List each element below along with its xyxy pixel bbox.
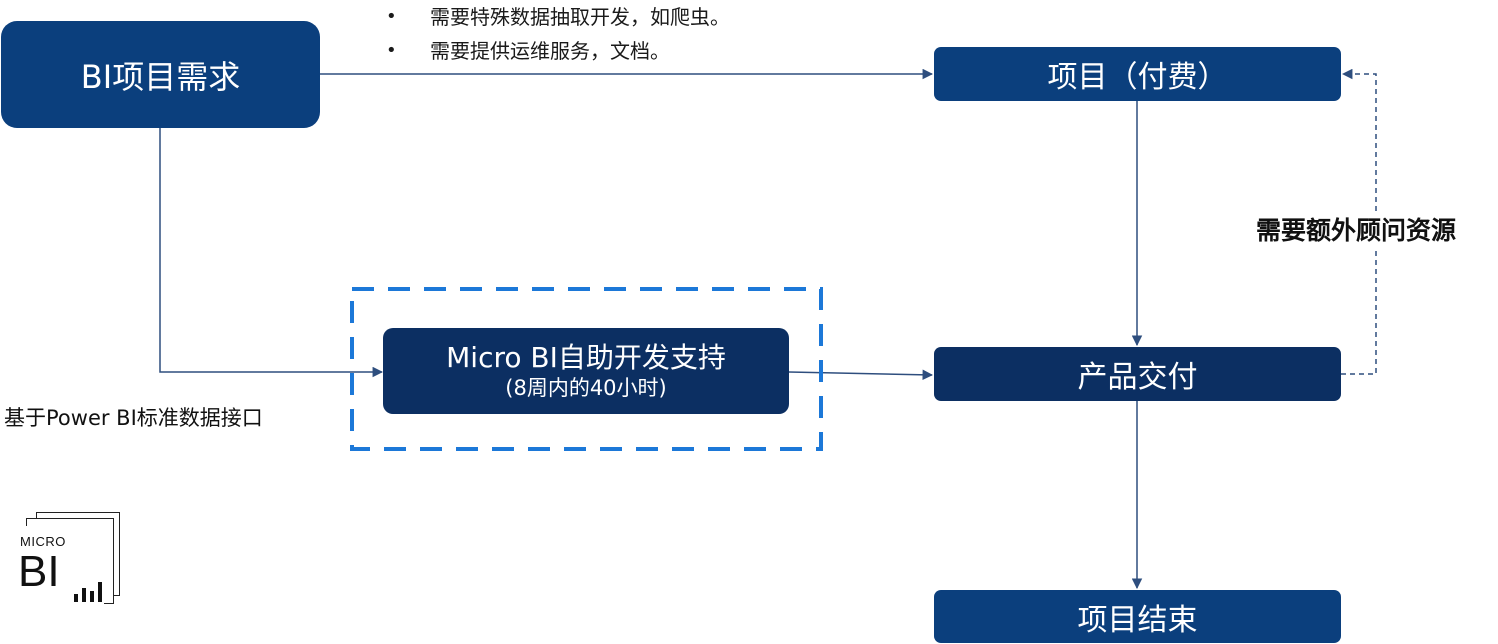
requirement-label: BI项目需求 xyxy=(80,57,241,96)
standard-interface-label: 基于Power BI标准数据接口 xyxy=(4,406,263,430)
arrow-requirement-to-microbi xyxy=(159,128,384,378)
requirement-node[interactable]: BI项目需求 xyxy=(1,21,320,128)
delivery-node[interactable]: 产品交付 xyxy=(934,347,1341,401)
microbi-dashed-frame xyxy=(350,287,823,451)
logo-bi-text: BI xyxy=(18,547,60,596)
micro-bi-logo: MICRO BI xyxy=(14,512,124,608)
arrow-microbi-to-delivery xyxy=(788,369,934,381)
bar-chart-icon xyxy=(74,582,102,602)
requirement-notes-list: 需要特殊数据抽取开发，如爬虫。 需要提供运维服务，文档。 xyxy=(384,0,730,68)
microbi-node[interactable]: Micro BI自助开发支持 (8周内的40小时) xyxy=(383,328,789,414)
extra-consultant-label: 需要额外顾问资源 xyxy=(1254,211,1459,247)
requirement-note: 需要特殊数据抽取开发，如爬虫。 xyxy=(384,0,730,34)
logo-micro-text: MICRO xyxy=(20,534,66,549)
microbi-title: Micro BI自助开发支持 xyxy=(446,341,726,374)
requirement-note: 需要提供运维服务，文档。 xyxy=(384,34,730,68)
microbi-subtitle: (8周内的40小时) xyxy=(505,376,667,400)
paid-project-node[interactable]: 项目（付费） xyxy=(934,47,1341,101)
project-end-label: 项目结束 xyxy=(1077,602,1198,638)
paid-project-label: 项目（付费） xyxy=(1047,60,1228,95)
delivery-label: 产品交付 xyxy=(1077,360,1198,395)
project-end-node[interactable]: 项目结束 xyxy=(934,590,1341,643)
